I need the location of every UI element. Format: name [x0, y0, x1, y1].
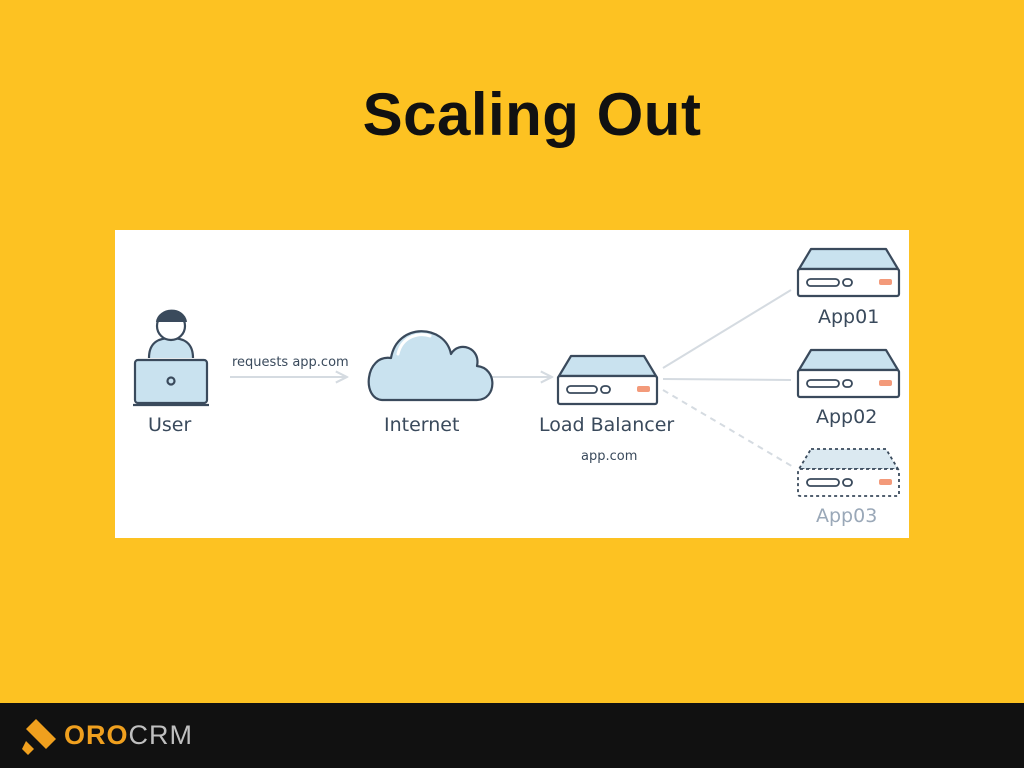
app02-server-icon: [796, 348, 901, 399]
app01-server-icon: [796, 247, 901, 298]
app03-server-icon: [797, 448, 900, 497]
footer-bar: OROCRM: [0, 703, 1024, 768]
diagram-graphics: [133, 247, 901, 497]
lb-to-app02-link: [662, 378, 792, 381]
app03-label: App03: [816, 505, 878, 527]
app02-label: App02: [816, 406, 878, 428]
logo-oro-text: ORO: [64, 720, 129, 750]
load-balancer-host-label: app.com: [581, 449, 638, 464]
lb-to-app01-link: [662, 289, 792, 369]
lb-to-app03-link: [662, 389, 796, 469]
user-label: User: [148, 414, 192, 436]
load-balancer-server-icon: [556, 354, 659, 406]
orocrm-logo: OROCRM: [64, 720, 193, 751]
architecture-diagram: requests app.com User Internet Load Bala…: [115, 230, 909, 538]
user-icon: [133, 309, 209, 407]
cloud-icon: [367, 330, 494, 402]
internet-label: Internet: [384, 414, 460, 436]
edge-label: requests app.com: [232, 355, 349, 370]
app01-label: App01: [818, 306, 880, 328]
load-balancer-label: Load Balancer: [539, 414, 675, 436]
logo-crm-text: CRM: [128, 720, 194, 750]
slide-title: Scaling Out: [362, 81, 702, 148]
orocrm-logo-icon: [22, 719, 56, 755]
